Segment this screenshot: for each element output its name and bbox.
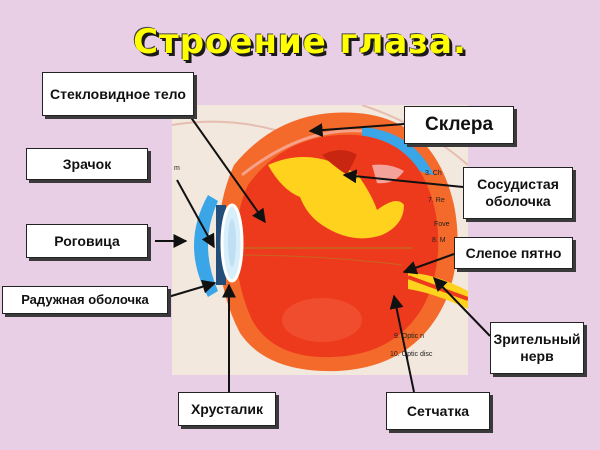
label-blind-spot: Слепое пятно xyxy=(454,237,573,269)
label-vitreous-text: Стекловидное тело xyxy=(50,85,186,102)
label-blind-spot-text: Слепое пятно xyxy=(465,244,562,261)
label-retina: Сетчатка xyxy=(386,392,490,430)
label-choroid-abbr: 3. Ch xyxy=(425,170,442,177)
label-lens-text: Хрусталик xyxy=(190,400,264,417)
label-cornea-text: Роговица xyxy=(54,232,120,249)
label-retina-text: Сетчатка xyxy=(406,402,470,419)
label-fovea-abbr: Fove xyxy=(434,221,450,228)
cornea-shape xyxy=(194,195,218,297)
label-choroid: Сосудистая оболочка xyxy=(463,167,573,219)
label-iris: Радужная оболочка xyxy=(2,286,168,314)
label-cornea: Роговица xyxy=(26,224,148,258)
label-iris-text: Радужная оболочка xyxy=(21,292,149,308)
slide-title: Строение глаза. xyxy=(133,22,467,62)
label-optic-disc: 10. Optic disc xyxy=(390,351,433,358)
label-lens: Хрусталик xyxy=(178,392,276,426)
label-optic-nerve: Зрительный нерв xyxy=(490,322,584,374)
label-choroid-text: Сосудистая оболочка xyxy=(477,176,559,209)
eye-cross-section xyxy=(172,105,468,372)
label-sclera: Склера xyxy=(404,106,514,144)
label-vitreous: Стекловидное тело xyxy=(42,72,194,116)
choroid-shape xyxy=(268,157,404,239)
label-optic-n: 9. Optic n xyxy=(394,333,424,340)
label-retina-abbr: 7. Re xyxy=(428,197,445,204)
label-edge-m: m xyxy=(174,165,180,172)
label-pupil-text: Зрачок xyxy=(62,155,112,172)
label-optic-nerve-text: Зрительный нерв xyxy=(493,331,581,364)
eye-illustration: 3. Ch 7. Re Fove 8. M 9. Optic n 10. Opt… xyxy=(172,105,468,375)
label-pupil: Зрачок xyxy=(26,148,148,180)
label-sclera-text: Склера xyxy=(424,113,494,135)
label-macula-abbr: 8. M xyxy=(432,237,446,244)
eye-interior-shape xyxy=(236,134,439,358)
